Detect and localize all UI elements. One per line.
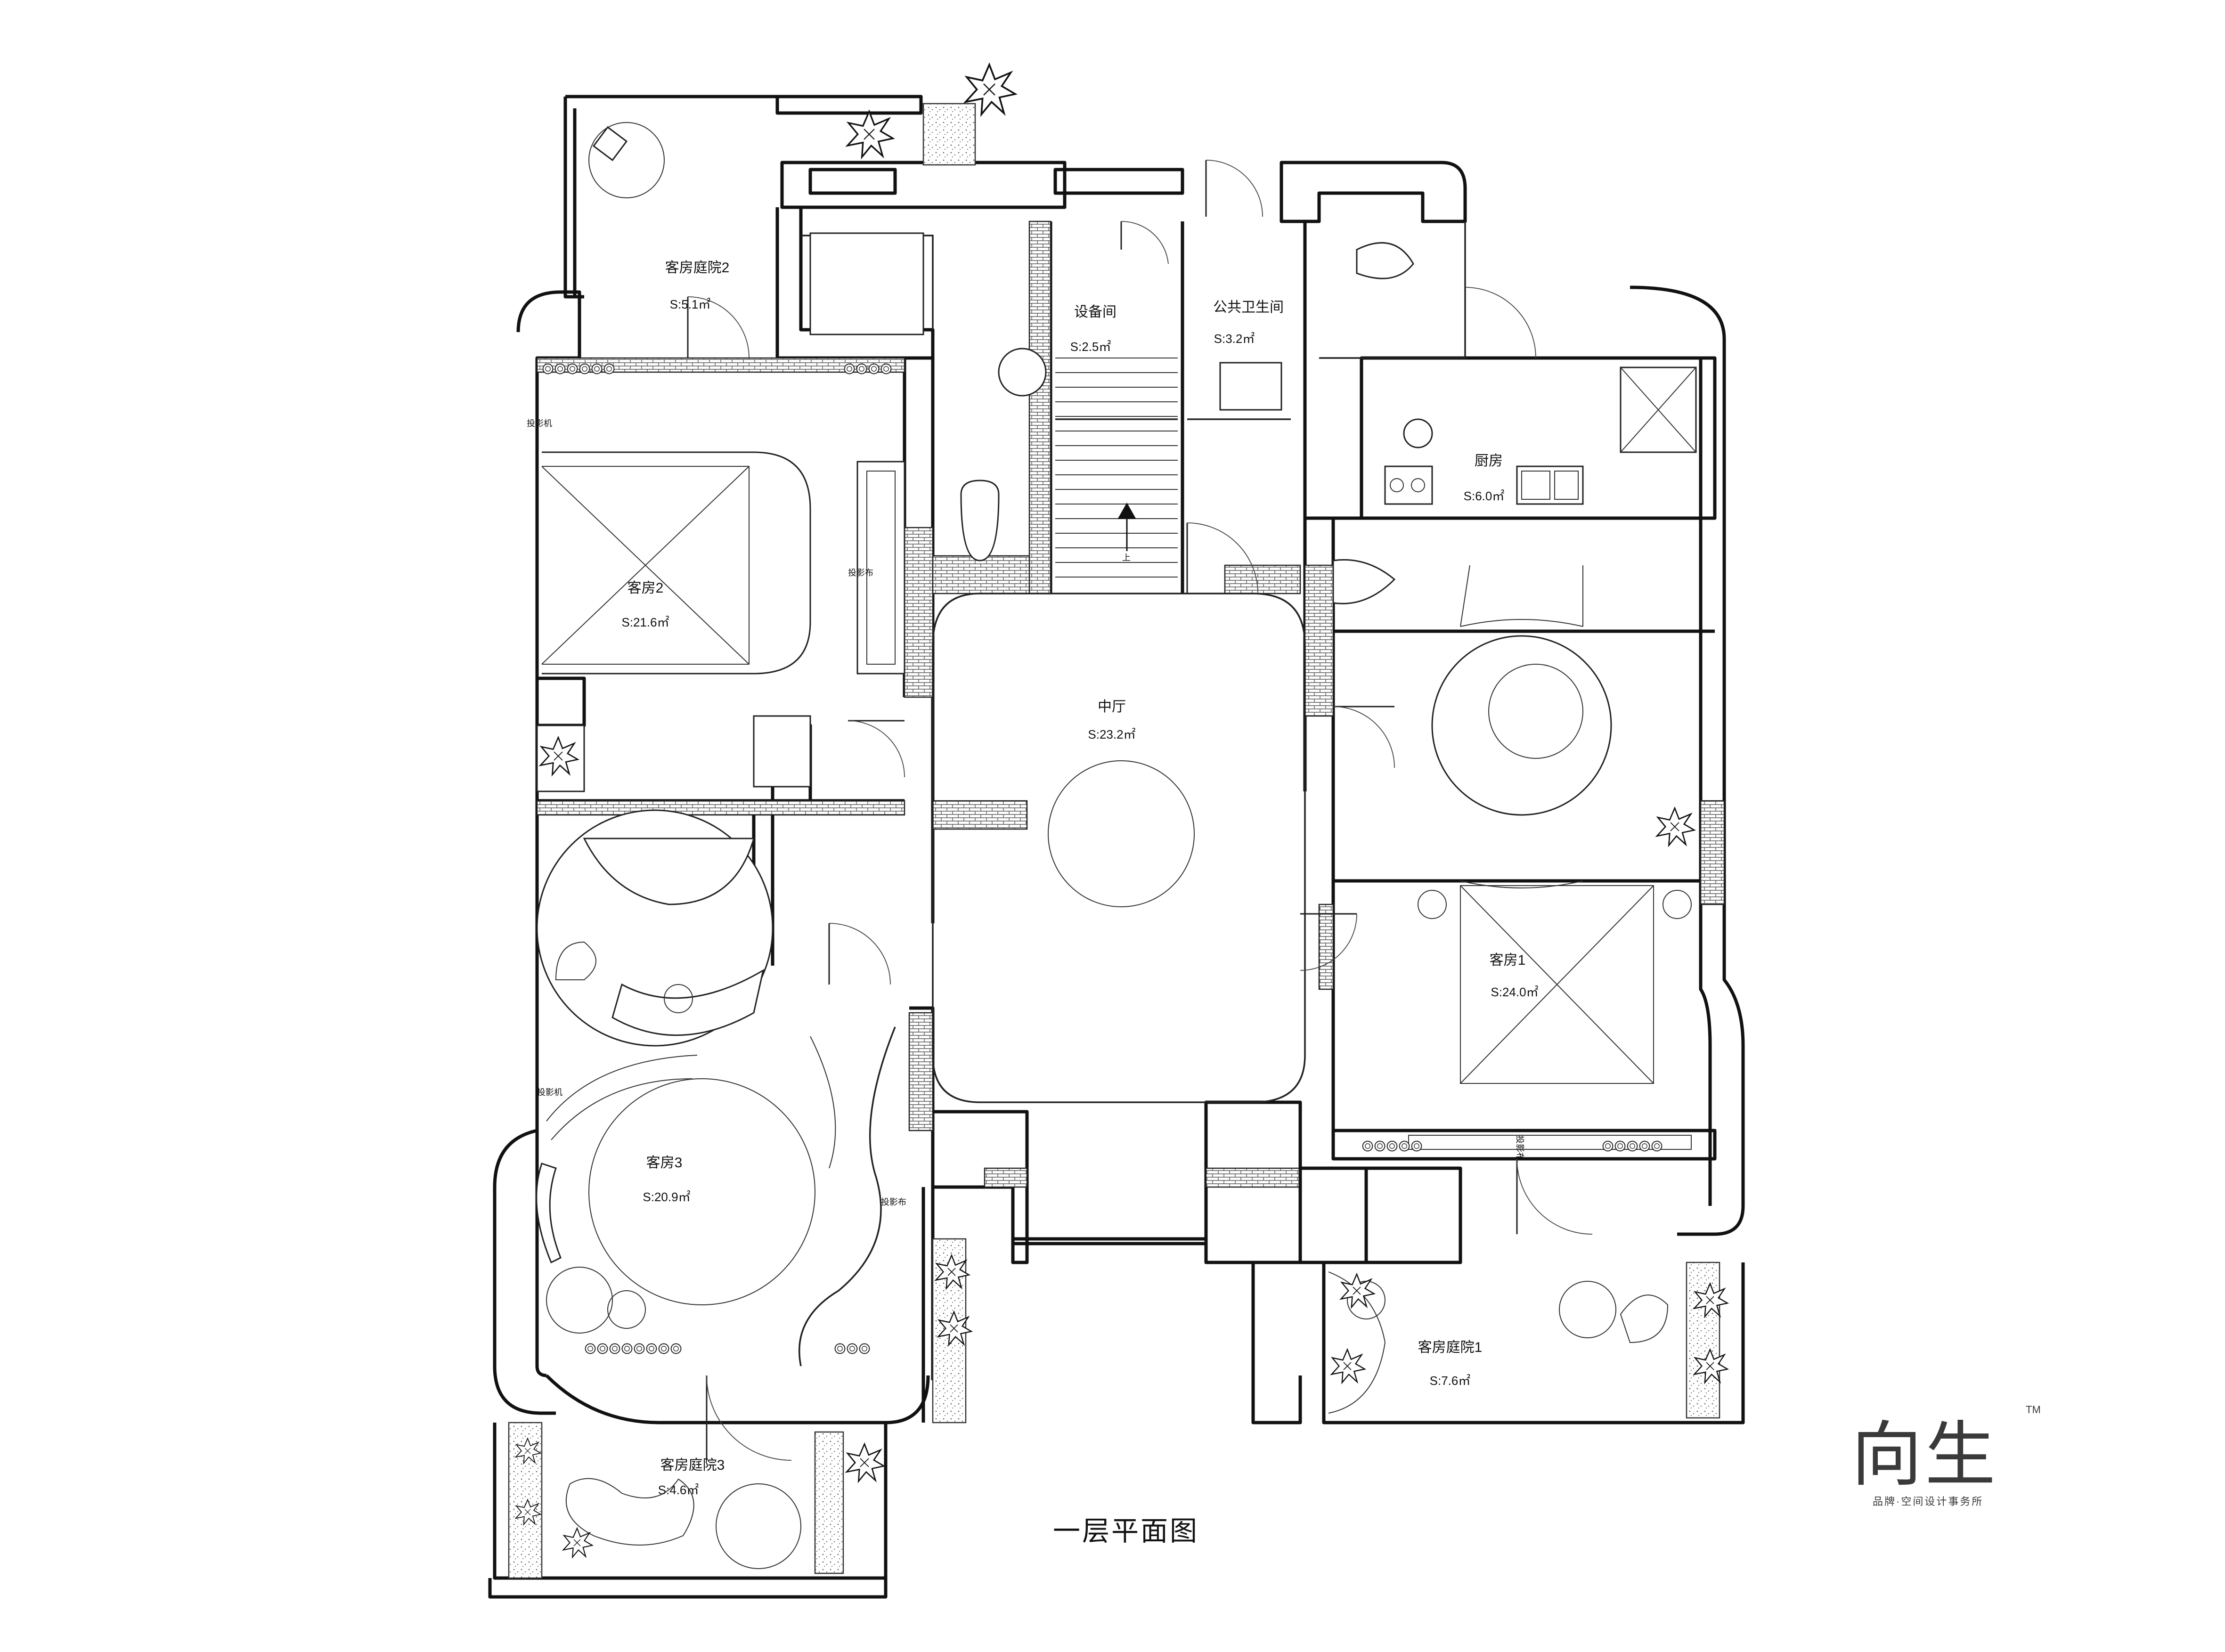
doors xyxy=(687,160,1593,1461)
planter-scallop xyxy=(856,363,867,374)
planter-scallop xyxy=(554,363,566,374)
room-area-kitchen: S:6.0㎡ xyxy=(1464,489,1505,503)
screen-label-guest-room-2: 投影布 xyxy=(848,568,873,578)
kitchen-fixtures xyxy=(1384,366,1697,505)
room-name-courtyard-3: 客房庭院3 xyxy=(660,1457,725,1473)
room-area-courtyard-1: S:7.6㎡ xyxy=(1430,1374,1471,1388)
planter-scallop xyxy=(1399,1140,1410,1152)
brand-subtitle: 品牌·空间设计事务所 xyxy=(1873,1496,1983,1507)
planter-scallop xyxy=(567,363,578,374)
brand-logo: 向生 TM 品牌·空间设计事务所 xyxy=(1851,1404,2041,1507)
planter-scallop xyxy=(542,363,554,374)
planter-scallop xyxy=(1374,1140,1386,1152)
planter-scallop xyxy=(1602,1140,1614,1152)
room-labels: 客房庭院2 S:5.1㎡ 设备间 S:2.5㎡ 公共卫生间 S:3.2㎡ 厨房 … xyxy=(621,260,1538,1497)
planter-scallop xyxy=(634,1343,645,1354)
room-area-guest-room-3: S:20.9㎡ xyxy=(643,1190,690,1204)
room-area-public-restroom: S:3.2㎡ xyxy=(1214,332,1255,346)
planter-scallop xyxy=(1639,1140,1650,1152)
courtyard-furniture xyxy=(565,122,1669,1569)
guest-room-3-bath xyxy=(536,809,774,1047)
central-hall xyxy=(932,593,1306,1103)
bathroom-fixtures xyxy=(809,232,1414,604)
room-name-courtyard-2: 客房庭院2 xyxy=(665,260,730,276)
room-name-guest-room-1: 客房1 xyxy=(1490,952,1526,968)
planter-scallop xyxy=(621,1343,633,1354)
planter-scallop xyxy=(1627,1140,1638,1152)
room-name-guest-room-2: 客房2 xyxy=(628,580,664,596)
room-area-equipment-room: S:2.5㎡ xyxy=(1070,340,1111,354)
planter-scallop xyxy=(646,1343,657,1354)
staircase xyxy=(1055,358,1178,578)
planter-scallop xyxy=(658,1343,669,1354)
room-area-guest-room-1: S:24.0㎡ xyxy=(1491,985,1538,999)
guest-room-3-furniture xyxy=(536,1026,896,1367)
planter-scallop xyxy=(868,363,880,374)
annotations: 投影机 投影机 投影布 投影布 投影布 上 xyxy=(527,419,1524,1207)
stairs-up-arrow-icon xyxy=(1117,502,1136,551)
brand-mark: 向生 xyxy=(1851,1415,1998,1494)
room-name-guest-room-3: 客房3 xyxy=(646,1155,683,1171)
room-area-courtyard-3: S:4.6㎡ xyxy=(658,1483,699,1497)
planter-scallop xyxy=(844,363,855,374)
planter-scallop xyxy=(609,1343,620,1354)
planter-scallop xyxy=(847,1343,858,1354)
planter-scallop xyxy=(597,1343,608,1354)
room-name-public-restroom: 公共卫生间 xyxy=(1213,300,1284,315)
planter-scallop xyxy=(1651,1140,1663,1152)
planter-scallop xyxy=(1411,1140,1422,1152)
projector-label-guest-room-3: 投影机 xyxy=(537,1088,562,1097)
screen-label-guest-room-3: 投影布 xyxy=(881,1197,906,1207)
planter-scallop xyxy=(1386,1140,1398,1152)
planter-scallop xyxy=(834,1343,846,1354)
stairs-up-label: 上 xyxy=(1122,553,1131,562)
planter-scallop xyxy=(1614,1140,1626,1152)
guest-room-1-furniture xyxy=(1408,565,1692,1150)
planter-scallop xyxy=(585,1343,596,1354)
room-name-kitchen: 厨房 xyxy=(1475,453,1503,469)
brand-tm: TM xyxy=(2026,1404,2041,1416)
room-area-courtyard-2: S:5.1㎡ xyxy=(670,297,711,311)
room-name-courtyard-1: 客房庭院1 xyxy=(1418,1340,1483,1355)
planter-scallop xyxy=(591,363,603,374)
room-area-guest-room-2: S:21.6㎡ xyxy=(621,615,669,629)
planter-scallop xyxy=(1362,1140,1373,1152)
room-area-central-hall: S:23.2㎡ xyxy=(1088,727,1135,741)
planter-scallop xyxy=(670,1343,682,1354)
room-name-central-hall: 中厅 xyxy=(1098,699,1126,715)
planter-scallop xyxy=(880,363,892,374)
guest-room-2-furniture xyxy=(536,451,905,792)
screen-label-guest-room-1: 投影布 xyxy=(1515,1135,1524,1161)
planter-scallop xyxy=(579,363,590,374)
plan-title: 一层平面图 xyxy=(1053,1516,1199,1546)
outer-walls xyxy=(488,95,1745,1599)
planter-scallop xyxy=(603,363,615,374)
projector-label-guest-room-2: 投影机 xyxy=(527,419,552,428)
room-name-equipment-room: 设备间 xyxy=(1074,304,1117,320)
planter-scallop xyxy=(859,1343,870,1354)
